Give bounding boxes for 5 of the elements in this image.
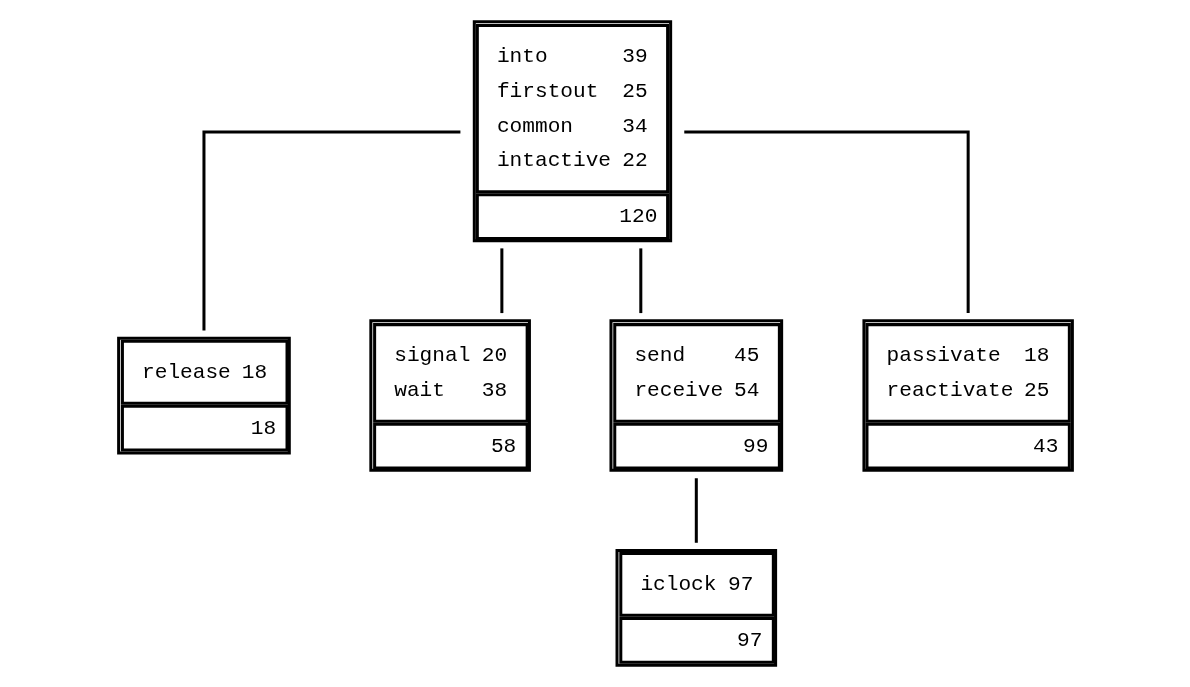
- connector: [694, 478, 698, 543]
- connector: [201, 130, 460, 331]
- connector: [638, 248, 642, 314]
- connector: [499, 248, 503, 314]
- connector: [683, 130, 970, 313]
